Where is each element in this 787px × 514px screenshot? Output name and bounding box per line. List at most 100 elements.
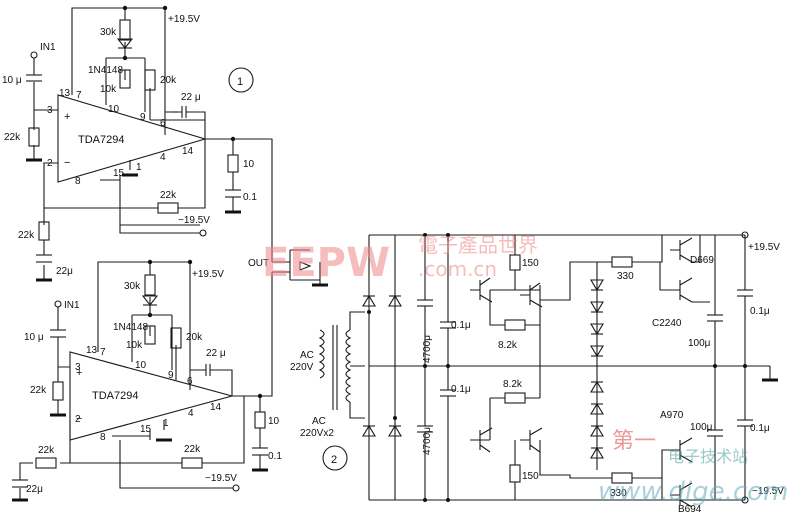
psu-cbig-top-label: 4700μ <box>422 335 433 363</box>
amp2-cboot-label: 22 μ <box>206 348 226 359</box>
amp1-pin4: 4 <box>160 152 166 163</box>
led-string-bottom <box>590 380 604 459</box>
amp2-rgnd <box>35 457 57 469</box>
amp2-r10k-label: 10k <box>126 340 143 351</box>
amp2-rgnd-label: 22k <box>38 445 55 456</box>
amp1-pin7: 7 <box>76 90 82 101</box>
amp2-vpos-label: +19.5V <box>192 269 224 280</box>
amp1-rgnd-label: 22k <box>18 230 35 241</box>
watermark-cn3: 电子技术站 <box>668 447 748 466</box>
psu-r150-bot <box>509 464 521 483</box>
psu-number-circle <box>322 445 348 471</box>
amp1-cboot-label: 22 μ <box>181 92 201 103</box>
amp1-rgnd <box>38 221 50 241</box>
amp1-cin-label: 10 μ <box>2 75 22 86</box>
amp1-r30k-label: 30k <box>100 27 117 38</box>
psu-r330-top <box>611 256 633 268</box>
amp1-pin15: 15 <box>113 168 125 179</box>
amp1-cgnd-label: 22μ <box>56 266 73 277</box>
psu-cbig-bot-label: 4700μ <box>422 427 433 455</box>
psu-ac-in-value: 220V <box>290 362 314 373</box>
psu-r82-bot-label: 8.2k <box>503 379 523 390</box>
amp1-r10k-label: 10k <box>100 84 117 95</box>
amp1-vpos-label: +19.5V <box>168 14 200 25</box>
psu-ac-out-value: 220Vx2 <box>300 428 334 439</box>
amp1-minus: − <box>64 157 70 169</box>
amp2-r20k <box>170 327 182 349</box>
amp1-zobel-c-label: 0.1 <box>243 192 257 203</box>
watermark-brand: EEPW <box>262 240 390 286</box>
amp1-pin8: 8 <box>75 176 81 187</box>
psu-vpos-label: +19.5V <box>748 242 780 253</box>
amp2-r10k <box>144 325 156 345</box>
amp1-circuit: TDA7294 + − 13 7 10 9 6 3 2 4 14 8 15 1 … <box>2 5 273 282</box>
amp2-pin1: 1 <box>163 418 169 429</box>
amp2-opamp <box>69 351 235 441</box>
amp2-input-label: IN1 <box>64 300 80 311</box>
amp2-pin10: 10 <box>135 360 147 371</box>
amp2-pin14: 14 <box>210 402 222 413</box>
amp2-pin3: 3 <box>75 362 81 373</box>
psu-q-top-drv-label: C2240 <box>652 318 682 329</box>
amp2-diode-label: 1N4148 <box>113 322 148 333</box>
amp1-input-terminal[interactable] <box>30 51 38 59</box>
amp1-rfb <box>157 202 179 214</box>
watermark-site-cn: 電子產品世界 <box>418 233 538 257</box>
amp2-pin8: 8 <box>100 432 106 443</box>
amp1-r30k <box>119 19 131 41</box>
amp1-vneg-label: −19.5V <box>178 215 210 226</box>
psu-circuit: AC 220V AC 220Vx2 2 4700μ 4700μ 0.1μ 0.1… <box>290 231 784 514</box>
transformer-primary <box>318 329 325 379</box>
psu-csmall-top-label: 0.1μ <box>451 320 471 331</box>
amp2-rfb-label: 22k <box>184 444 201 455</box>
amp1-plus: + <box>64 111 70 123</box>
amp2-rin <box>52 381 64 401</box>
amp1-rin <box>28 127 40 147</box>
psu-cout-s-top-label: 0.1μ <box>750 306 770 317</box>
amp2-zobel-r <box>254 411 266 429</box>
amp1-rfb-label: 22k <box>160 190 177 201</box>
amp1-zobel-r-label: 10 <box>243 159 255 170</box>
amp2-vneg-terminal[interactable] <box>232 484 240 492</box>
psu-r150-top-label: 150 <box>522 258 539 269</box>
psu-r330-bot-label: 330 <box>610 488 627 499</box>
psu-cout-top-label: 100μ <box>688 338 711 349</box>
amp1-diode <box>116 38 134 49</box>
psu-vneg-terminal[interactable] <box>741 496 749 504</box>
psu-q-bot-drv-label: A970 <box>660 410 684 421</box>
psu-number: 2 <box>331 454 337 466</box>
transformer-secondary <box>345 329 352 403</box>
psu-vpos-terminal[interactable] <box>741 231 749 239</box>
psu-cout-s-bot-label: 0.1μ <box>750 423 770 434</box>
psu-ac-in-label: AC <box>300 350 314 361</box>
amp1-vneg-terminal[interactable] <box>199 229 207 237</box>
amp1-pin6: 6 <box>160 118 166 129</box>
amp2-pin4: 4 <box>188 408 194 419</box>
amp1-opamp <box>57 94 207 183</box>
psu-r150-top <box>509 254 521 271</box>
amp2-pin9: 9 <box>168 370 174 381</box>
watermark-site: .com.cn <box>418 257 497 281</box>
amp1-input-label: IN1 <box>40 42 56 53</box>
psu-r82-bot <box>504 392 526 404</box>
amp2-cgnd-label: 22μ <box>26 484 43 495</box>
output-jack: OUT <box>248 249 328 287</box>
amp1-number: 1 <box>237 76 243 88</box>
psu-cout-bot-label: 100μ <box>690 422 713 433</box>
amp2-pin15: 15 <box>140 424 152 435</box>
psu-vneg-label: −19.5V <box>752 486 784 497</box>
amp1-r10k <box>119 69 131 89</box>
amp2-vneg-label: −19.5V <box>205 473 237 484</box>
amp1-pin1: 1 <box>136 162 142 173</box>
amp1-number-circle <box>228 67 254 93</box>
psu-r150-bot-label: 150 <box>522 471 539 482</box>
amp1-diode-label: 1N4148 <box>88 65 123 76</box>
amp2-circuit: TDA7294 + − 13 7 10 9 6 3 2 4 14 8 15 1 … <box>12 259 282 502</box>
amp1-pin14: 14 <box>182 146 194 157</box>
amp2-rin-label: 22k <box>30 385 47 396</box>
amp2-r30k <box>144 274 156 296</box>
amp2-pin2: 2 <box>75 414 81 425</box>
amp2-input-terminal[interactable] <box>54 300 62 308</box>
amp1-pin9: 9 <box>140 112 146 123</box>
